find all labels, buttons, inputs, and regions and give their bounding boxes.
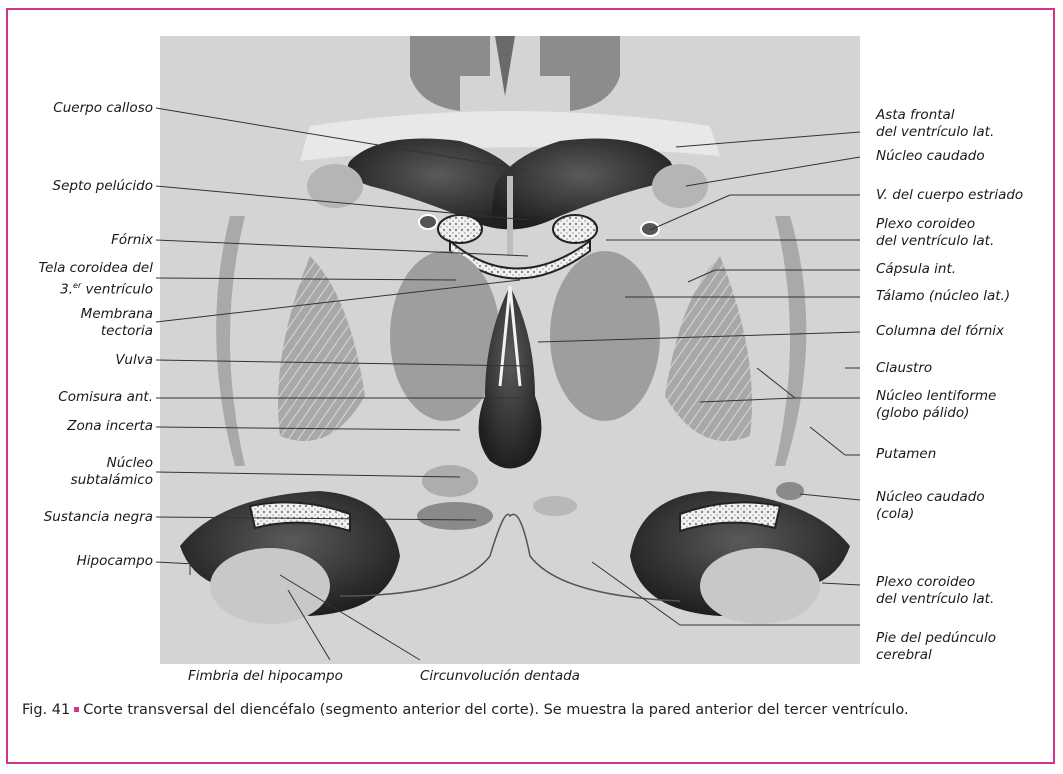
label-plexo1-line2: del ventrículo lat.	[876, 233, 994, 250]
label-fimbria: Fimbria del hipocampo	[188, 668, 343, 685]
label-plexo-coroideo-1: Plexo coroideo del ventrículo lat.	[876, 216, 994, 250]
label-hipocampo: Hipocampo	[77, 553, 153, 570]
label-cola-line2: (cola)	[876, 506, 985, 523]
label-columna-fornix: Columna del fórnix	[876, 323, 1004, 340]
label-sustancia-negra: Sustancia negra	[44, 509, 153, 526]
label-putamen: Putamen	[876, 446, 936, 463]
caption-bullet	[74, 707, 79, 712]
label-subt-line2: subtalámico	[71, 472, 153, 489]
label-septo-pelucido: Septo pelúcido	[53, 178, 153, 195]
label-fornix: Fórnix	[111, 232, 153, 249]
label-membrana-line2: tectoria	[81, 323, 153, 340]
label-circunvolucion: Circunvolución dentada	[420, 668, 580, 685]
label-pie-pedunculo: Pie del pedúnculo cerebral	[876, 630, 996, 664]
label-asta-line2: del ventrículo lat.	[876, 124, 994, 141]
label-lentiforme-line2: (globo pálido)	[876, 405, 996, 422]
label-membrana-line1: Membrana	[81, 306, 153, 323]
label-asta-frontal: Asta frontal del ventrículo lat.	[876, 107, 994, 141]
label-tela-coroidea-line1: Tela coroidea del	[38, 260, 153, 277]
caption-fig-number: Fig. 41	[22, 702, 70, 718]
label-capsula-int: Cápsula int.	[876, 261, 956, 278]
label-claustro: Claustro	[876, 360, 932, 377]
label-plexo-coroideo-2: Plexo coroideo del ventrículo lat.	[876, 574, 994, 608]
label-cuerpo-calloso: Cuerpo calloso	[53, 100, 153, 117]
label-membrana-tectoria: Membrana tectoria	[81, 306, 153, 340]
label-lentiforme-line1: Núcleo lentiforme	[876, 388, 996, 405]
label-subt-line1: Núcleo	[71, 455, 153, 472]
tela-rest: ventrículo	[81, 282, 153, 298]
label-nucleo-caudado: Núcleo caudado	[876, 148, 985, 165]
label-comisura-ant: Comisura ant.	[58, 389, 153, 406]
label-vulva: Vulva	[115, 352, 153, 369]
caption-text: Corte transversal del diencéfalo (segmen…	[83, 702, 908, 718]
label-pie-line1: Pie del pedúnculo	[876, 630, 996, 647]
label-tela-coroidea-line2: 3.er ventrículo	[38, 277, 153, 299]
label-pie-line2: cerebral	[876, 647, 996, 664]
tela-num: 3.	[60, 282, 73, 298]
label-asta-line1: Asta frontal	[876, 107, 994, 124]
label-plexo1-line1: Plexo coroideo	[876, 216, 994, 233]
label-nucleo-subtalamico: Núcleo subtalámico	[71, 455, 153, 489]
figure-caption: Fig. 41 Corte transversal del diencéfalo …	[22, 700, 1032, 720]
label-nucleo-lentiforme: Núcleo lentiforme (globo pálido)	[876, 388, 996, 422]
label-plexo2-line2: del ventrículo lat.	[876, 591, 994, 608]
label-plexo2-line1: Plexo coroideo	[876, 574, 994, 591]
label-nucleo-caudado-cola: Núcleo caudado (cola)	[876, 489, 985, 523]
label-tela-coroidea: Tela coroidea del 3.er ventrículo	[38, 260, 153, 299]
label-zona-incerta: Zona incerta	[67, 418, 153, 435]
label-v-cuerpo-estriado: V. del cuerpo estriado	[876, 187, 1023, 204]
label-talamo: Tálamo (núcleo lat.)	[876, 288, 1010, 305]
label-cola-line1: Núcleo caudado	[876, 489, 985, 506]
